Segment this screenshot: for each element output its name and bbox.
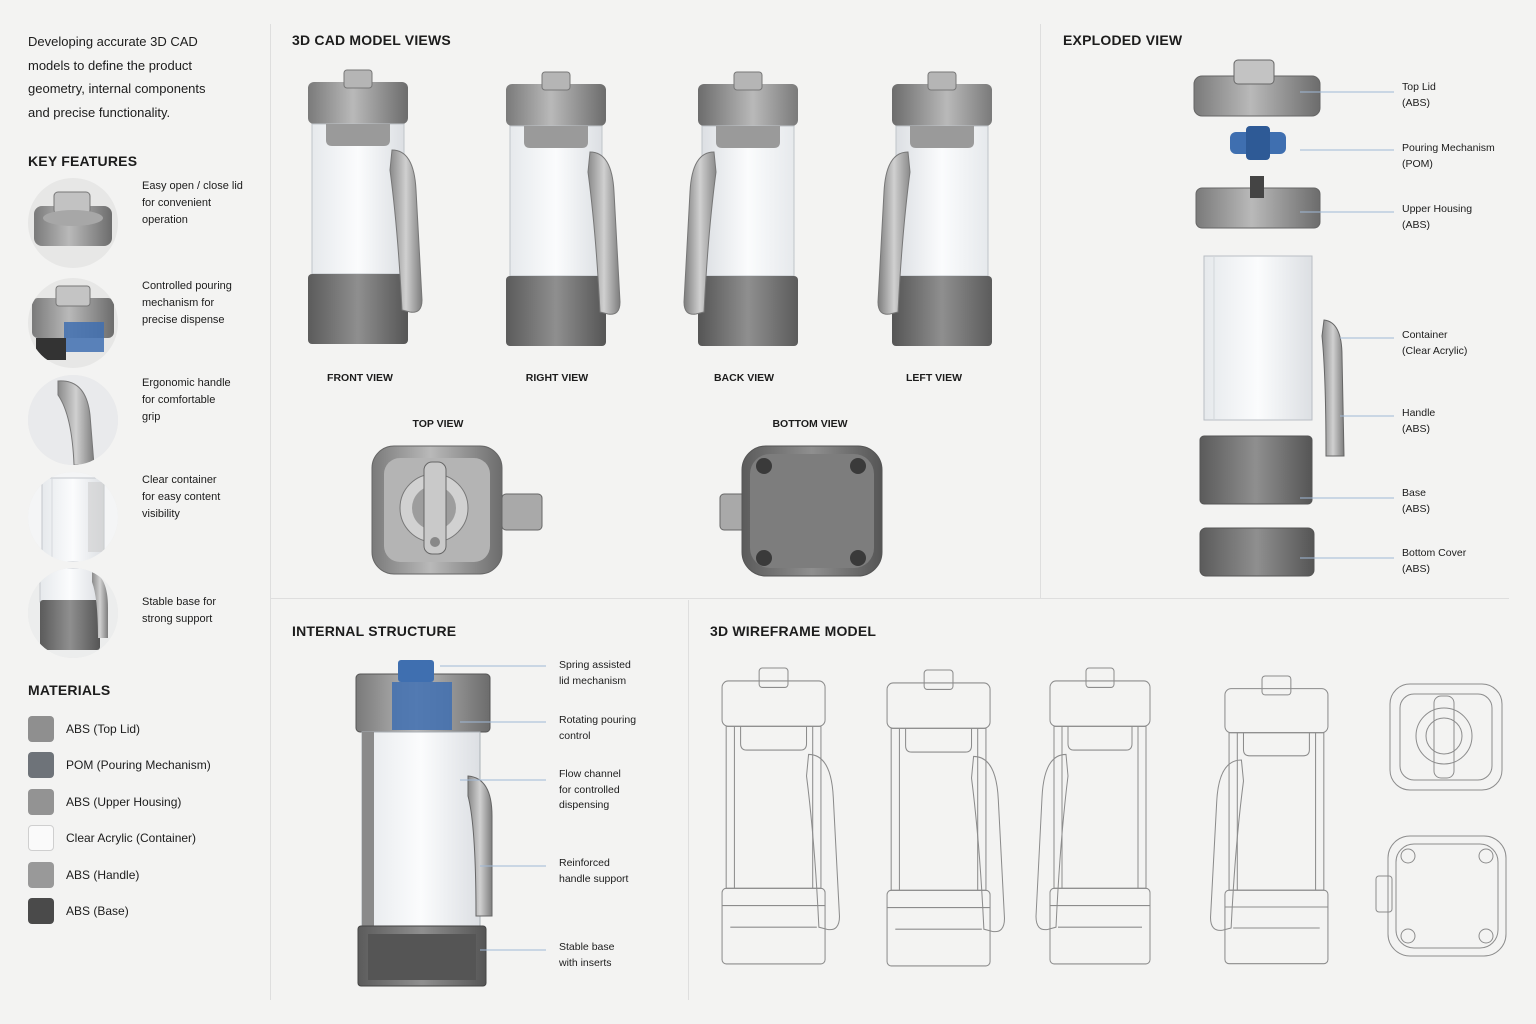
feature-text: Easy open / close lid for convenient ope… <box>142 180 243 226</box>
material-swatch <box>28 716 54 742</box>
materials-title: MATERIALS <box>28 682 111 698</box>
feature-text: Stable base for strong support <box>142 596 216 625</box>
internal-callout-spring: Spring assisted lid mechanism <box>559 659 631 687</box>
base-thumbnail-icon <box>28 568 118 658</box>
internal-structure-title: INTERNAL STRUCTURE <box>292 623 457 639</box>
part-material: (POM) <box>1402 157 1433 170</box>
exploded-label-top-lid: Top Lid (ABS) <box>1402 80 1436 111</box>
exploded-label-base: Base (ABS) <box>1402 486 1430 517</box>
part-material: (ABS) <box>1402 562 1431 575</box>
wireframe-front <box>721 667 841 965</box>
part-name: Handle <box>1402 407 1436 419</box>
exploded-view-render <box>1193 59 1345 577</box>
top-view-render <box>371 445 543 575</box>
internal-callout-reinforced: Reinforced handle support <box>559 857 629 885</box>
material-item: ABS (Base) <box>28 898 258 924</box>
feature-text: Ergonomic handle for comfortable grip <box>142 377 231 423</box>
exploded-label-bottom-cover: Bottom Cover (ABS) <box>1402 546 1466 577</box>
left-view-render <box>877 71 993 347</box>
pouring-mechanism-thumbnail-icon <box>28 278 118 368</box>
right-view-label: RIGHT VIEW <box>525 372 589 384</box>
part-material: (ABS) <box>1402 96 1431 109</box>
part-material: (Clear Acrylic) <box>1402 344 1468 357</box>
exploded-label-upper-housing: Upper Housing (ABS) <box>1402 202 1472 233</box>
feature-base: Stable base for strong support <box>28 568 258 660</box>
exploded-divider <box>1040 24 1041 598</box>
exploded-label-pouring: Pouring Mechanism (POM) <box>1402 141 1495 172</box>
feature-handle: Ergonomic handle for comfortable grip <box>28 375 258 467</box>
exploded-callout-lines <box>1300 91 1394 559</box>
row-divider <box>271 598 1509 599</box>
container-thumbnail-icon <box>28 472 118 562</box>
internal-callout-rotating: Rotating pouring control <box>559 714 637 742</box>
top-view-label: TOP VIEW <box>412 418 464 430</box>
material-swatch <box>28 825 54 851</box>
part-name: Top Lid <box>1402 81 1436 93</box>
internal-structure-render <box>355 660 493 987</box>
wireframe-right <box>886 669 1006 967</box>
material-item: ABS (Handle) <box>28 862 258 888</box>
bottom-view-label: BOTTOM VIEW <box>772 418 848 430</box>
feature-text: Controlled pouring mechanism for precise… <box>142 280 232 326</box>
left-view-label: LEFT VIEW <box>906 372 962 384</box>
feature-pouring: Controlled pouring mechanism for precise… <box>28 278 258 370</box>
material-swatch <box>28 862 54 888</box>
exploded-label-handle: Handle (ABS) <box>1402 406 1435 437</box>
part-material: (ABS) <box>1402 218 1431 231</box>
wireframe-back <box>1035 667 1151 965</box>
wireframe-divider <box>688 600 689 1000</box>
front-view-label: FRONT VIEW <box>327 372 393 384</box>
material-swatch <box>28 752 54 778</box>
material-label: ABS (Base) <box>66 904 129 918</box>
exploded-label-container: Container (Clear Acrylic) <box>1402 328 1467 359</box>
material-item: POM (Pouring Mechanism) <box>28 752 258 778</box>
internal-callout-lines <box>440 665 546 951</box>
material-label: POM (Pouring Mechanism) <box>66 758 211 772</box>
wireframe-bottom <box>1375 835 1507 957</box>
part-name: Base <box>1402 487 1426 499</box>
material-swatch <box>28 898 54 924</box>
material-label: ABS (Upper Housing) <box>66 795 182 809</box>
material-item: ABS (Top Lid) <box>28 716 258 742</box>
handle-thumbnail-icon <box>28 375 118 465</box>
material-label: Clear Acrylic (Container) <box>66 831 197 845</box>
left-column-divider <box>270 24 271 1000</box>
part-name: Container <box>1402 329 1448 341</box>
key-features-title: KEY FEATURES <box>28 153 138 169</box>
bottom-view-render <box>719 445 883 577</box>
front-view-render <box>307 69 423 345</box>
intro-text: Developing accurate 3D CAD models to def… <box>28 34 206 120</box>
material-label: ABS (Top Lid) <box>66 722 141 736</box>
material-item: ABS (Upper Housing) <box>28 789 258 815</box>
right-view-render <box>505 71 621 347</box>
internal-callout-flow: Flow channel for controlled dispensing <box>559 768 621 811</box>
part-name: Upper Housing <box>1402 203 1473 215</box>
back-view-label: BACK VIEW <box>713 372 775 384</box>
feature-lid: Easy open / close lid for convenient ope… <box>28 178 258 270</box>
cad-views-title: 3D CAD MODEL VIEWS <box>292 32 451 48</box>
back-view-render <box>683 71 799 347</box>
material-item: Clear Acrylic (Container) <box>28 825 258 851</box>
part-material: (ABS) <box>1402 502 1431 515</box>
exploded-view-title: EXPLODED VIEW <box>1063 32 1183 48</box>
part-name: Bottom Cover <box>1402 547 1467 559</box>
wireframe-top <box>1389 683 1503 791</box>
feature-container: Clear container for easy content visibil… <box>28 472 258 564</box>
material-label: ABS (Handle) <box>66 868 140 882</box>
material-swatch <box>28 789 54 815</box>
wireframe-title: 3D WIREFRAME MODEL <box>710 623 877 639</box>
feature-text: Clear container for easy content visibil… <box>142 474 221 520</box>
lid-thumbnail-icon <box>28 178 118 268</box>
wireframe-left <box>1209 675 1329 965</box>
internal-callout-base: Stable base with inserts <box>559 941 615 969</box>
part-material: (ABS) <box>1402 422 1431 435</box>
part-name: Pouring Mechanism <box>1402 142 1495 154</box>
